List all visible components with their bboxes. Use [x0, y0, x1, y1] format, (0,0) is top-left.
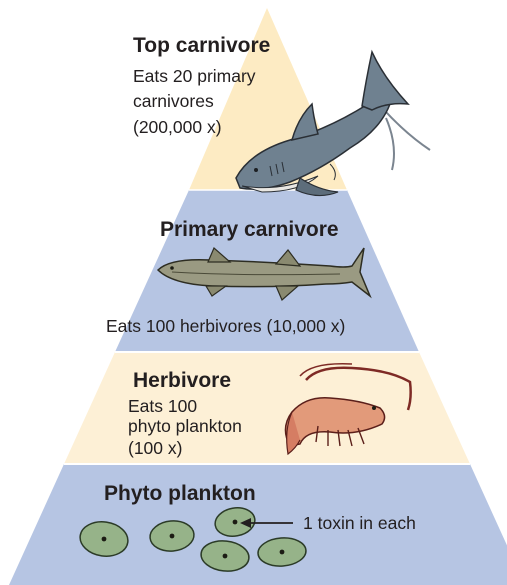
tier-title: Phyto plankton [104, 482, 256, 505]
tier-phytoplankton-text: Phyto plankton [104, 482, 256, 505]
tier-description-line: (100 x) [128, 438, 182, 458]
tier-description-line: Eats 100 herbivores (10,000 x) [106, 316, 345, 336]
tier-description-line: phyto plankton [128, 416, 242, 436]
tier-description-line: Eats 20 primary [133, 66, 256, 86]
tier-title: Primary carnivore [160, 218, 339, 241]
tier-title: Top carnivore [133, 34, 270, 57]
toxin-callout-label: 1 toxin in each [303, 513, 416, 533]
tier-description-line: carnivores [133, 91, 214, 111]
tier-title: Herbivore [133, 369, 231, 392]
tier-description-line: (200,000 x) [133, 117, 222, 137]
tier-description-line: Eats 100 [128, 396, 197, 416]
tier-phytoplankton-band [9, 464, 507, 585]
